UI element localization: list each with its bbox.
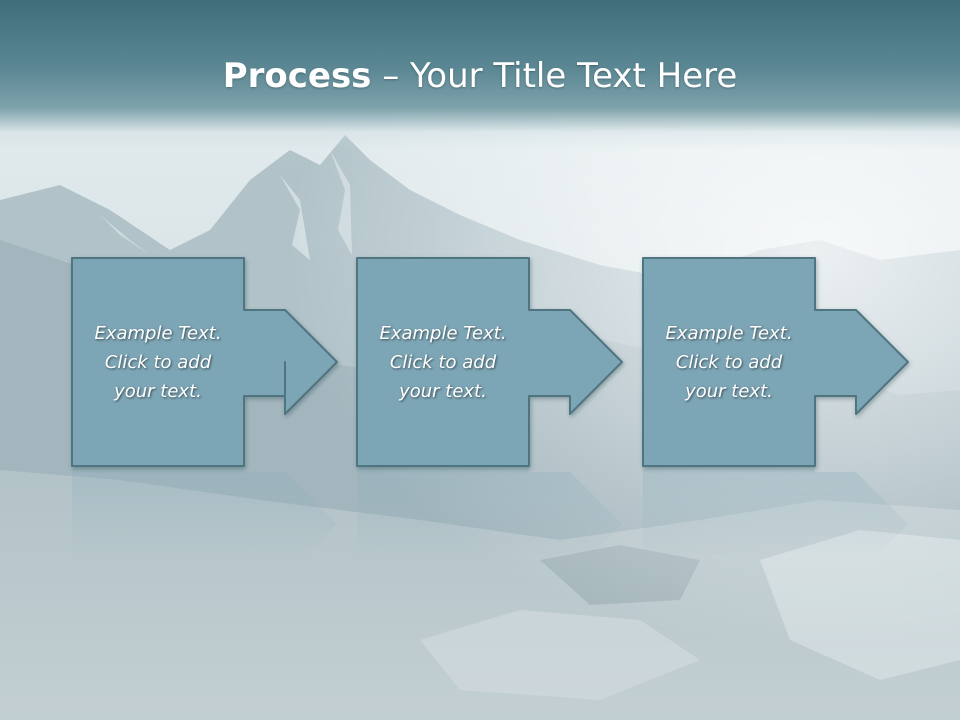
arrow-reflections xyxy=(72,466,908,674)
title-bold-text: Process xyxy=(222,56,372,96)
process-arrow-2[interactable] xyxy=(356,257,623,467)
step-3-label: Example Text. Click to add your text. xyxy=(665,322,793,402)
title-rest-text: – Your Title Text Here xyxy=(371,56,738,96)
process-arrow-1[interactable] xyxy=(71,257,338,467)
slide-title[interactable]: Process – Your Title Text Here xyxy=(0,54,960,98)
step-1-label: Example Text. Click to add your text. xyxy=(94,322,222,402)
step-2-label: Example Text. Click to add your text. xyxy=(379,322,507,402)
process-arrow-3[interactable] xyxy=(642,257,909,467)
process-step-1-text[interactable]: Example Text. Click to add your text. xyxy=(72,258,244,466)
process-step-2-text[interactable]: Example Text. Click to add your text. xyxy=(357,258,529,466)
process-step-3-text[interactable]: Example Text. Click to add your text. xyxy=(643,258,815,466)
title-bar xyxy=(0,0,960,150)
